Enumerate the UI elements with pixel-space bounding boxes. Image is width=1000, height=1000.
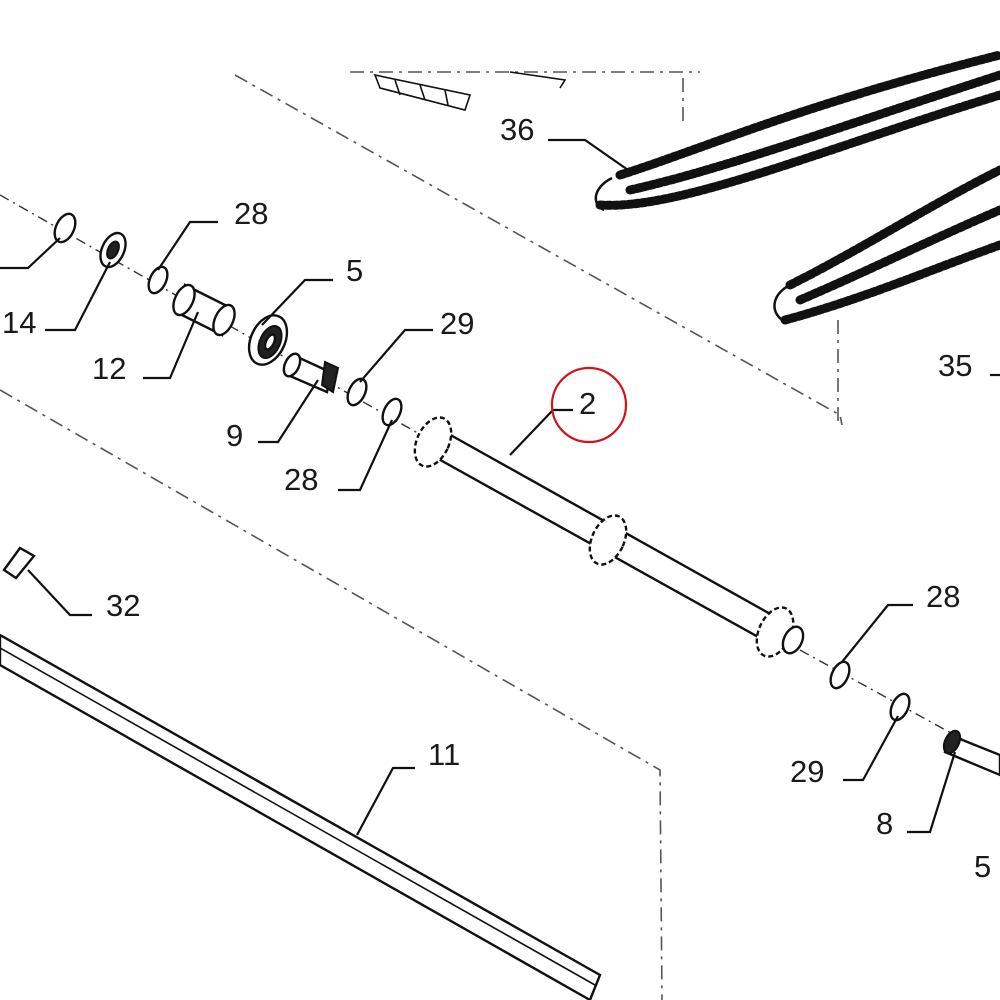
- part-2-sprocket-shaft: [413, 416, 805, 658]
- part-14-snap-ring: [53, 212, 127, 269]
- part-28-ring-a: [147, 265, 169, 295]
- chain-36: [594, 50, 1000, 212]
- callout-28-b: 28: [284, 462, 318, 497]
- callout-29-a: 29: [440, 306, 474, 341]
- callout-14: 14: [2, 305, 36, 340]
- callout-8: 8: [876, 806, 893, 841]
- part-12-bushing: [172, 283, 236, 337]
- callout-28-c: 28: [926, 579, 960, 614]
- callout-9: 9: [226, 418, 243, 453]
- callout-5-a: 5: [346, 253, 363, 288]
- part-11-rail: [0, 633, 602, 1000]
- leader-lines: [0, 138, 1000, 836]
- part-5-bearing-a: [247, 314, 289, 366]
- callout-12: 12: [92, 351, 126, 386]
- part-29-ring-b: [889, 692, 911, 722]
- part-28-ring-c: [829, 660, 851, 690]
- callout-35: 35: [938, 348, 972, 383]
- upper-hardware-fragment: [373, 71, 567, 111]
- callout-36: 36: [500, 112, 534, 147]
- callout-32: 32: [106, 588, 140, 623]
- callout-5-b: 5: [974, 849, 991, 884]
- callout-11: 11: [428, 737, 460, 772]
- callout-29-b: 29: [790, 754, 824, 789]
- callout-28-a: 28: [234, 196, 268, 231]
- part-28-ring-b: [381, 397, 403, 427]
- callout-2: 2: [579, 386, 596, 421]
- part-9-collar: [282, 352, 340, 394]
- callout-labels: 36 35 14 28 5 12 29 9 28 2 32 28 29 8 5 …: [2, 112, 991, 884]
- highlight-circle: [550, 366, 628, 444]
- section-boundaries: [0, 71, 843, 1000]
- chain-35: [773, 165, 1000, 325]
- part-8-collar: [942, 729, 1000, 777]
- part-32-pin: [2, 546, 36, 580]
